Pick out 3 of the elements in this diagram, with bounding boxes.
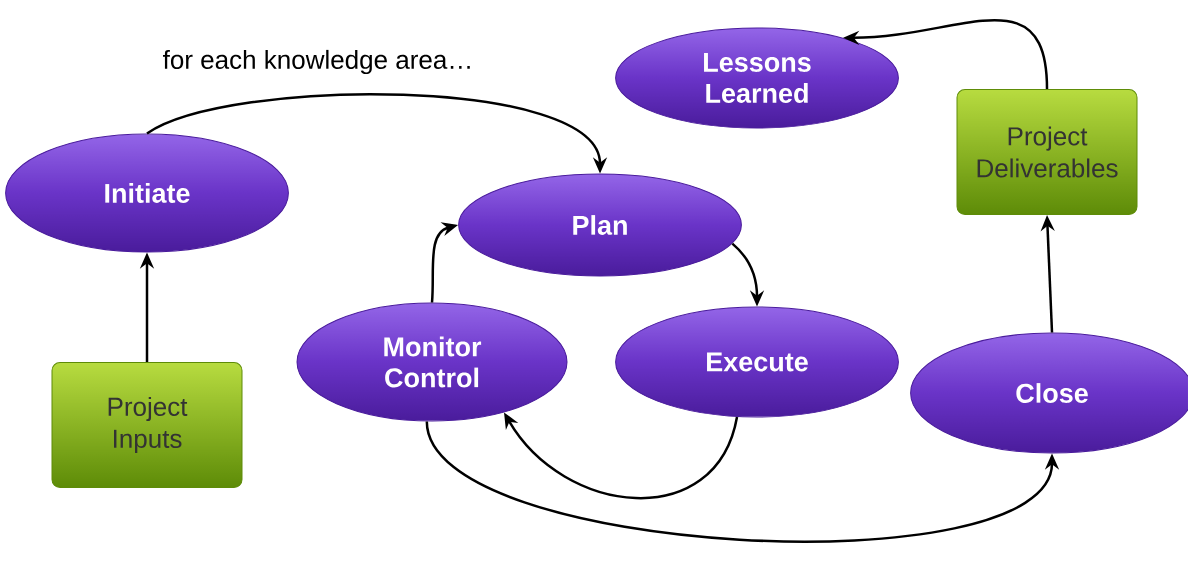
artifact-box: Project Inputs [51,362,243,488]
artifact-box: Project Deliverables [956,89,1138,215]
note-text: for each knowledge area… [163,49,470,75]
